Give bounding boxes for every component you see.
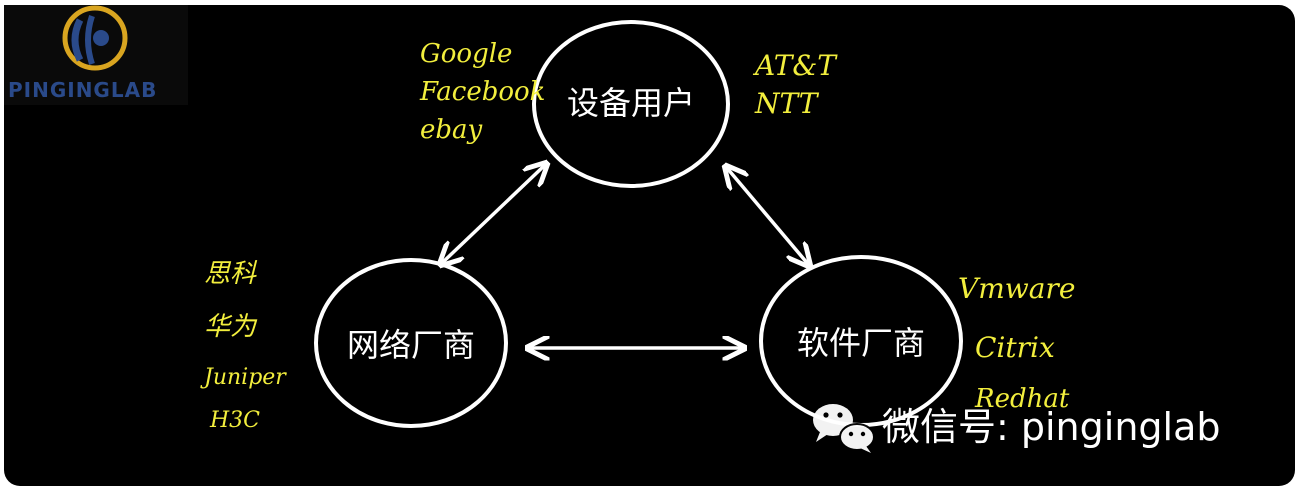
annotation-left: 思科 华为 Juniper H3C — [200, 259, 287, 433]
pinginglab-logo-icon — [62, 5, 128, 71]
watermark-text: 微信号: pinginglab — [882, 405, 1221, 449]
annotation-item: Facebook — [419, 77, 545, 107]
annotation-item: Redhat — [974, 384, 1070, 414]
wechat-watermark: 微信号: pinginglab — [813, 404, 1221, 453]
node-left-ellipse — [314, 258, 508, 428]
annotation-top-left: Google Facebook ebay — [419, 39, 545, 145]
annotation-item: 思科 — [204, 259, 258, 289]
annotation-top-right: AT&T NTT — [752, 49, 838, 120]
node-right-label: 软件厂商 — [797, 324, 925, 362]
annotation-item: Google — [420, 39, 512, 69]
logo: PINGINGLAB — [4, 5, 188, 105]
annotation-item: 华为 — [204, 312, 258, 342]
node-top-label: 设备用户 — [567, 84, 695, 122]
annotation-item: ebay — [420, 115, 483, 145]
annotation-item: Citrix — [975, 331, 1055, 364]
node-top-ellipse — [532, 20, 730, 188]
annotation-right: Vmware Citrix Redhat — [958, 272, 1075, 414]
annotation-item: H3C — [209, 408, 260, 433]
wechat-icon — [813, 404, 875, 453]
arrow-top-left — [442, 165, 545, 263]
annotation-item: NTT — [754, 87, 820, 120]
annotation-item: Juniper — [200, 365, 287, 390]
diagram-background — [4, 5, 1295, 486]
annotation-item: Vmware — [958, 272, 1075, 305]
node-left-label: 网络厂商 — [347, 326, 475, 364]
annotation-item: AT&T — [752, 49, 838, 82]
arrow-top-right — [727, 168, 808, 264]
logo-text: PINGINGLAB — [8, 78, 157, 102]
